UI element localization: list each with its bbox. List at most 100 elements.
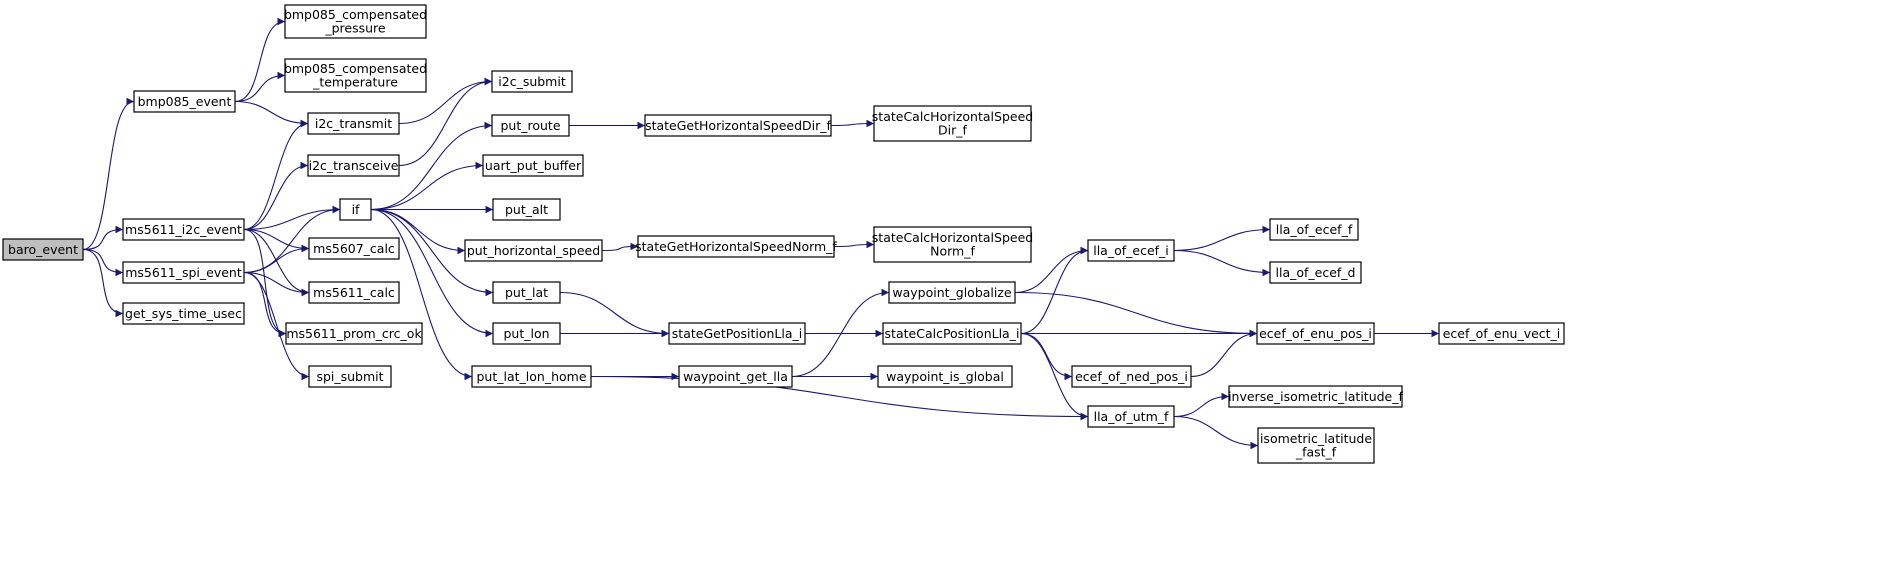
node-put_route[interactable]: put_route [491,114,570,137]
node-put_lon[interactable]: put_lon [492,322,561,345]
node-stateCalcPositionLla_i[interactable]: stateCalcPositionLla_i [882,322,1022,345]
node-label-bmp085_compensated_temperature-1: _temperature [312,75,398,90]
node-i2c_transceive[interactable]: i2c_transceive [307,154,400,177]
node-label-if-0: if [352,202,360,217]
edge-put_lat_lon_home-to-lla_of_utm_f [590,375,1089,421]
node-bmp085_compensated_pressure[interactable]: bmp085_compensated_pressure [284,4,427,39]
node-box-put_lon [492,322,561,345]
edge-i2c_transceive-to-i2c_submit [398,77,493,167]
node-label-bmp085_compensated_temperature-0: bmp085_compensated [284,61,427,76]
node-box-lla_of_ecef_f [1269,218,1359,241]
node-label-lla_of_ecef_i-0: lla_of_ecef_i [1093,243,1169,258]
node-label-stateCalcHorizontalSpeedDir_f-0: stateCalcHorizontalSpeed [872,109,1033,124]
node-inverse_isometric_latitude_f[interactable]: inverse_isometric_latitude_f [1228,385,1404,408]
node-waypoint_is_global[interactable]: waypoint_is_global [877,365,1013,388]
edge-if-to-put_lat_lon_home [370,208,473,381]
edge-stateCalcPositionLla_i-to-ecef_of_ned_pos_i [1020,332,1073,381]
node-ms5611_spi_event[interactable]: ms5611_spi_event [122,261,245,284]
edge-baro_event-to-get_sys_time_usec [82,248,124,318]
node-label-i2c_submit-0: i2c_submit [498,74,566,89]
node-box-if [339,198,372,221]
node-box-ms5611_calc [308,281,400,304]
node-waypoint_globalize[interactable]: waypoint_globalize [888,281,1016,304]
edge-baro_event-to-ms5611_spi_event [82,248,124,277]
node-ecef_of_enu_pos_i[interactable]: ecef_of_enu_pos_i [1256,322,1375,345]
node-if[interactable]: if [339,198,372,221]
node-box-stateCalcHorizontalSpeedNorm_f [873,226,1032,263]
node-box-ecef_of_ned_pos_i [1071,365,1192,388]
node-box-put_alt [492,198,561,221]
node-ecef_of_ned_pos_i[interactable]: ecef_of_ned_pos_i [1071,365,1192,388]
node-box-put_lat_lon_home [471,365,592,388]
node-ms5611_prom_crc_ok[interactable]: ms5611_prom_crc_ok [285,322,423,345]
edge-waypoint_globalize-to-ecef_of_enu_pos_i [1014,291,1258,338]
edge-if-to-put_lon [370,208,494,338]
node-uart_put_buffer[interactable]: uart_put_buffer [482,154,584,177]
node-lla_of_ecef_f[interactable]: lla_of_ecef_f [1269,218,1359,241]
node-stateGetHorizontalSpeedNorm_f[interactable]: stateGetHorizontalSpeedNorm_f [635,235,837,258]
node-spi_submit[interactable]: spi_submit [308,365,392,388]
node-waypoint_get_lla[interactable]: waypoint_get_lla [678,365,793,388]
node-ms5607_calc[interactable]: ms5607_calc [308,237,400,260]
node-label-ms5611_spi_event-0: ms5611_spi_event [125,265,242,280]
edge-ms5611_i2c_event-to-i2c_transmit [243,119,309,231]
node-box-waypoint_globalize [888,281,1016,304]
node-put_alt[interactable]: put_alt [492,198,561,221]
node-lla_of_utm_f[interactable]: lla_of_utm_f [1087,405,1175,428]
edge-baro_event-to-ms5611_i2c_event [82,225,124,251]
node-box-bmp085_event [133,90,236,113]
node-i2c_transmit[interactable]: i2c_transmit [307,112,400,135]
edge-waypoint_globalize-to-lla_of_ecef_i [1014,246,1089,294]
edge-ms5611_spi_event-to-ms5607_calc [243,244,310,274]
node-ms5611_i2c_event[interactable]: ms5611_i2c_event [122,218,245,241]
node-put_horizontal_speed[interactable]: put_horizontal_speed [464,239,603,262]
node-isometric_latitude_fast_f[interactable]: isometric_latitude_fast_f [1257,427,1375,464]
node-put_lat_lon_home[interactable]: put_lat_lon_home [471,365,592,388]
node-label-bmp085_compensated_pressure-1: _pressure [324,21,386,36]
edges-layer [82,17,1439,450]
node-label-put_lon-0: put_lon [503,326,549,341]
node-box-bmp085_compensated_temperature [284,58,427,93]
node-label-stateGetHorizontalSpeedDir_f-0: stateGetHorizontalSpeedDir_f [645,118,831,133]
node-baro_event[interactable]: baro_event [2,238,84,261]
node-ms5611_calc[interactable]: ms5611_calc [308,281,400,304]
node-label-waypoint_globalize-0: waypoint_globalize [892,285,1012,300]
node-label-stateCalcHorizontalSpeedNorm_f-1: Norm_f [930,244,975,259]
node-label-waypoint_is_global-0: waypoint_is_global [886,369,1004,384]
node-lla_of_ecef_i[interactable]: lla_of_ecef_i [1087,239,1175,262]
node-label-ecef_of_enu_vect_i-0: ecef_of_enu_vect_i [1443,326,1561,341]
node-box-ms5611_i2c_event [122,218,245,241]
edge-put_horizontal_speed-to-stateGetHorizontalSpeedNorm_f [601,242,639,252]
node-bmp085_compensated_temperature[interactable]: bmp085_compensated_temperature [284,58,427,93]
node-label-put_alt-0: put_alt [505,202,548,217]
node-box-bmp085_compensated_pressure [284,4,427,39]
node-label-stateCalcHorizontalSpeedNorm_f-0: stateCalcHorizontalSpeed [872,230,1033,245]
node-put_lat[interactable]: put_lat [492,281,561,304]
edge-bmp085_event-to-bmp085_compensated_pressure [234,17,286,103]
edge-lla_of_ecef_i-to-lla_of_ecef_d [1173,249,1271,277]
node-box-i2c_transceive [307,154,400,177]
edge-i2c_transmit-to-i2c_submit [398,77,493,125]
node-box-i2c_transmit [307,112,400,135]
node-get_sys_time_usec[interactable]: get_sys_time_usec [122,302,245,325]
edge-ms5611_i2c_event-to-if [243,205,341,231]
edge-ms5611_spi_event-to-ms5611_calc [243,271,310,297]
edge-stateCalcPositionLla_i-to-lla_of_ecef_i [1020,246,1089,335]
node-ecef_of_enu_vect_i[interactable]: ecef_of_enu_vect_i [1438,322,1565,345]
node-label-ms5611_calc-0: ms5611_calc [313,285,395,300]
edge-bmp085_event-to-i2c_transmit [234,100,309,128]
node-stateGetPositionLla_i[interactable]: stateGetPositionLla_i [668,322,806,345]
node-label-stateGetHorizontalSpeedNorm_f-0: stateGetHorizontalSpeedNorm_f [635,239,837,254]
node-label-baro_event-0: baro_event [8,242,78,257]
node-lla_of_ecef_d[interactable]: lla_of_ecef_d [1269,261,1362,284]
edge-stateGetHorizontalSpeedNorm_f-to-stateCalcHorizontalSpeedNorm_f [833,240,875,249]
node-bmp085_event[interactable]: bmp085_event [133,90,236,113]
node-label-isometric_latitude_fast_f-0: isometric_latitude [1260,431,1372,446]
node-box-ecef_of_enu_pos_i [1256,322,1375,345]
node-stateGetHorizontalSpeedDir_f[interactable]: stateGetHorizontalSpeedDir_f [644,114,832,137]
node-i2c_submit[interactable]: i2c_submit [491,70,573,93]
edge-if-to-put_lat [370,208,494,297]
